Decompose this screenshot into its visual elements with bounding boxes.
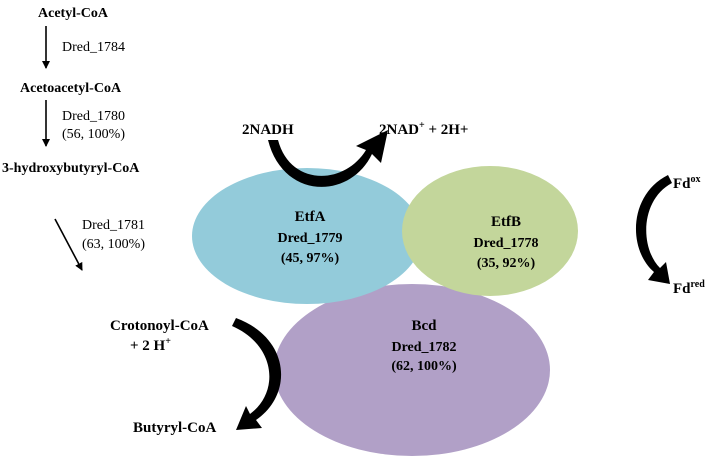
- etfb-stats: (35, 92%): [477, 256, 536, 271]
- etfa-gene: Dred_1779: [277, 231, 342, 246]
- cofactor-fd-ox: Fdox: [673, 174, 701, 192]
- etfa-name: EtfA: [295, 209, 326, 225]
- cofactor-2nadh: 2NADH: [242, 122, 294, 138]
- metabolite-crotonoyl-coa: Crotonoyl-CoA: [110, 318, 209, 334]
- etfb-ellipse: [402, 166, 578, 296]
- metabolite-butyryl-coa: Butyryl-CoA: [133, 420, 216, 436]
- metabolite-acetyl-coa: Acetyl-CoA: [38, 6, 109, 21]
- nadh-oxidation-arrow: [268, 130, 388, 187]
- metabolite-3-hydroxybutyryl-coa: 3-hydroxybutyryl-CoA: [2, 161, 140, 176]
- crotonoyl-reduction-arrow: [232, 318, 282, 430]
- enzyme-dred-1784: Dred_1784: [62, 40, 125, 55]
- enzyme-dred-1780-stats: (56, 100%): [62, 127, 125, 142]
- etfb-gene: Dred_1778: [473, 236, 538, 251]
- etfb-name: EtfB: [491, 214, 521, 230]
- metabolite-acetoacetyl-coa: Acetoacetyl-CoA: [20, 81, 122, 96]
- bcd-stats: (62, 100%): [391, 359, 457, 374]
- etfa-ellipse: [192, 168, 422, 304]
- cofactor-fd-red: Fdred: [673, 279, 705, 297]
- metabolite-crotonoyl-protons: + 2 H+: [130, 336, 171, 354]
- bcd-ellipse: [274, 284, 550, 456]
- ferredoxin-reduction-arrow: [635, 175, 672, 284]
- enzyme-dred-1781-stats: (63, 100%): [82, 237, 145, 252]
- bcd-name: Bcd: [411, 318, 437, 334]
- bcd-gene: Dred_1782: [391, 340, 456, 355]
- cofactor-2nad-plus: 2NAD+ + 2H+: [379, 120, 468, 138]
- arrow-step3: [54, 218, 83, 271]
- enzyme-dred-1780: Dred_1780: [62, 109, 125, 124]
- enzyme-dred-1781: Dred_1781: [82, 218, 145, 233]
- etfa-stats: (45, 97%): [281, 251, 340, 266]
